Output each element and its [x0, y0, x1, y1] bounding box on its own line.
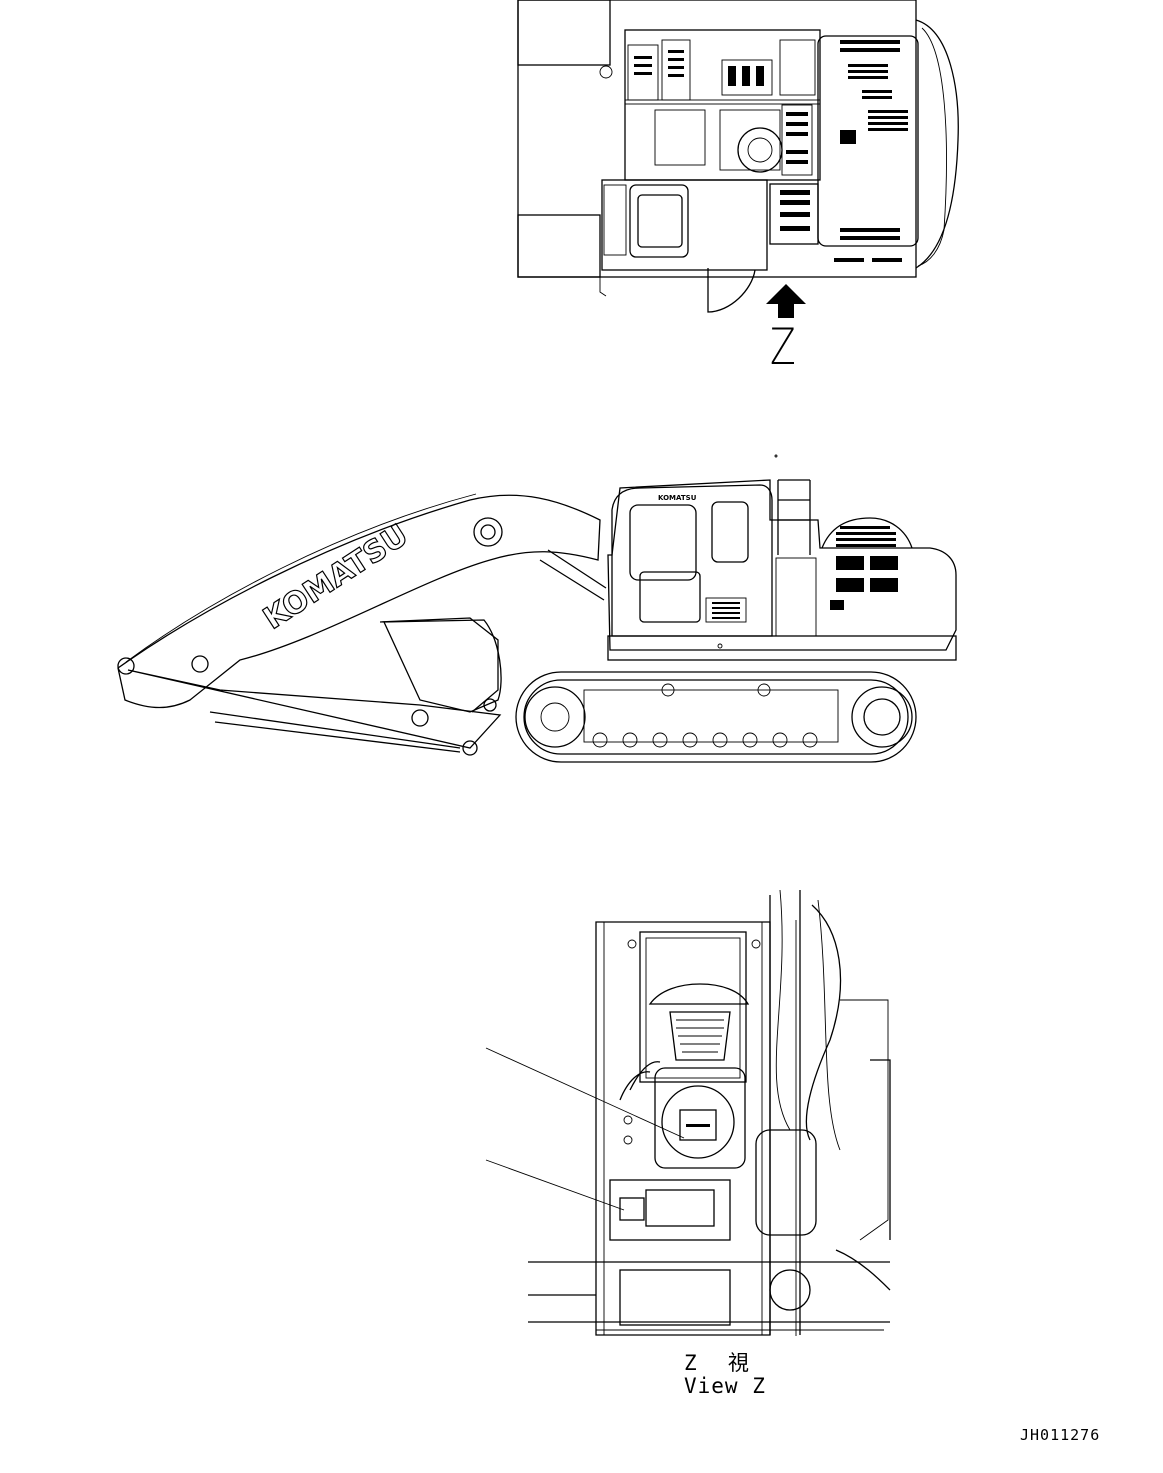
- view-caption-japanese: Z 視: [684, 1351, 751, 1375]
- drawing-id: JH011276: [1020, 1426, 1101, 1444]
- boom-brand-logo: KOMATSU: [257, 518, 414, 637]
- view-arrow-label: Z: [770, 318, 796, 376]
- side-view: KOMATSU KOMATSU: [117, 454, 957, 763]
- cab-brand-logo: KOMATSU: [658, 494, 697, 502]
- view-caption-english: View Z: [684, 1374, 766, 1398]
- detail-view-z: [485, 889, 891, 1336]
- top-view: [517, 0, 959, 318]
